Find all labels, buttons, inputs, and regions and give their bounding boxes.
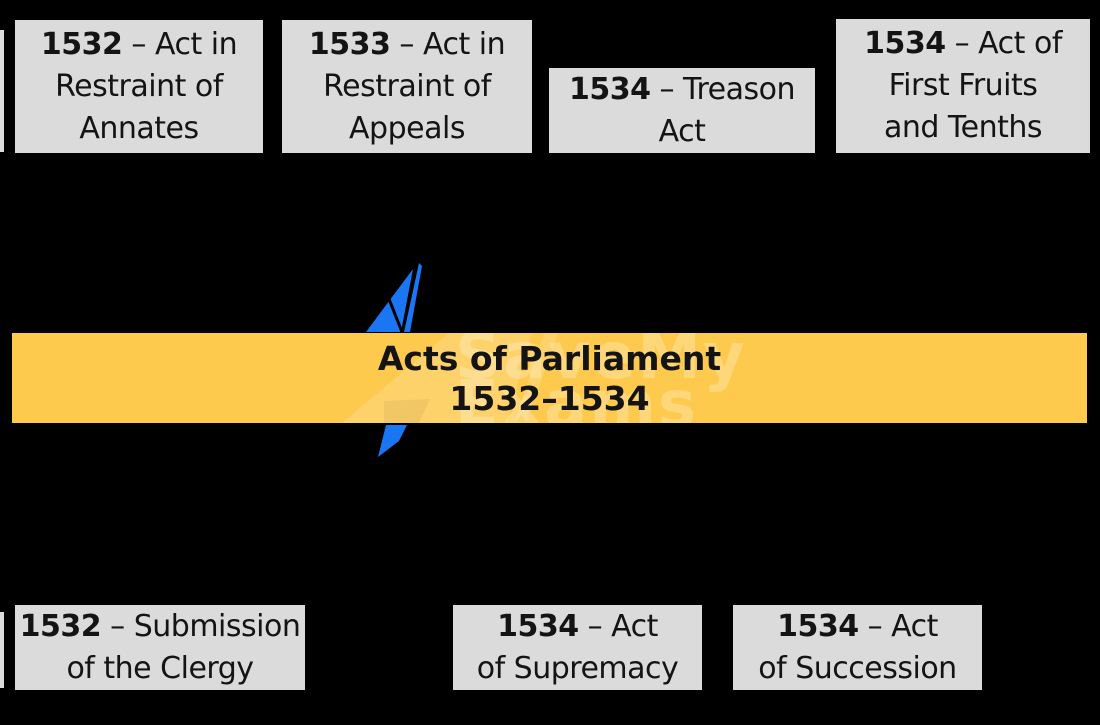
event-box-line: 1532 – Submission	[19, 608, 301, 644]
event-box-line: and Tenths	[883, 110, 1043, 145]
banner-title-line2: 1532–1534	[449, 379, 650, 418]
watermark-bolt-icon	[342, 333, 558, 423]
banner-title-line1: Acts of Parliament	[377, 339, 722, 378]
event-box-submission-clergy: 1532 – Submission of the Clergy	[15, 605, 305, 690]
watermark-text: SaveMy Exams	[455, 333, 747, 423]
event-box-line: Act	[658, 113, 706, 149]
banner-title: Acts of Parliament 1532–1534	[12, 333, 1087, 423]
event-year: 1533	[308, 26, 391, 62]
event-box-line: First Fruits	[888, 68, 1038, 103]
event-box-line: of Succession	[758, 650, 957, 686]
event-box-line: 1534 – Act	[497, 608, 658, 644]
event-box-line: 1534 – Act of	[864, 26, 1062, 61]
event-box-line: 1533 – Act in	[308, 26, 506, 62]
event-year: 1534	[497, 608, 579, 644]
event-box-succession: 1534 – Act of Succession	[733, 605, 982, 690]
event-box-supremacy: 1534 – Act of Supremacy	[453, 605, 702, 690]
event-box-line: Restraint of	[55, 68, 223, 104]
event-year: 1532	[40, 26, 123, 62]
event-box-line: 1534 – Treason	[568, 71, 796, 107]
event-box-first-fruits: 1534 – Act of First Fruits and Tenths	[836, 19, 1090, 153]
event-year: 1532	[19, 608, 102, 644]
event-box-line: of Supremacy	[476, 650, 679, 686]
event-box-line: Appeals	[349, 110, 465, 146]
watermark-line: SaveMy	[455, 333, 747, 394]
event-year: 1534	[864, 26, 946, 61]
event-year: 1534	[777, 608, 859, 644]
event-box-line: 1534 – Act	[777, 608, 938, 644]
event-box-line: Restraint of	[323, 68, 491, 104]
event-box-line: of the Clergy	[66, 650, 254, 686]
event-year: 1534	[568, 71, 651, 107]
cropped-box-edge	[0, 612, 4, 688]
event-box-annates: 1532 – Act in Restraint of Annates	[15, 20, 263, 153]
watermark-line: Exams	[455, 368, 698, 423]
cropped-box-edge	[0, 30, 4, 152]
central-banner: SaveMy Exams Acts of Parliament 1532–153…	[12, 333, 1087, 423]
event-box-line: Annates	[79, 110, 199, 146]
event-box-line: 1532 – Act in	[40, 26, 238, 62]
event-box-appeals: 1533 – Act in Restraint of Appeals	[282, 20, 532, 153]
